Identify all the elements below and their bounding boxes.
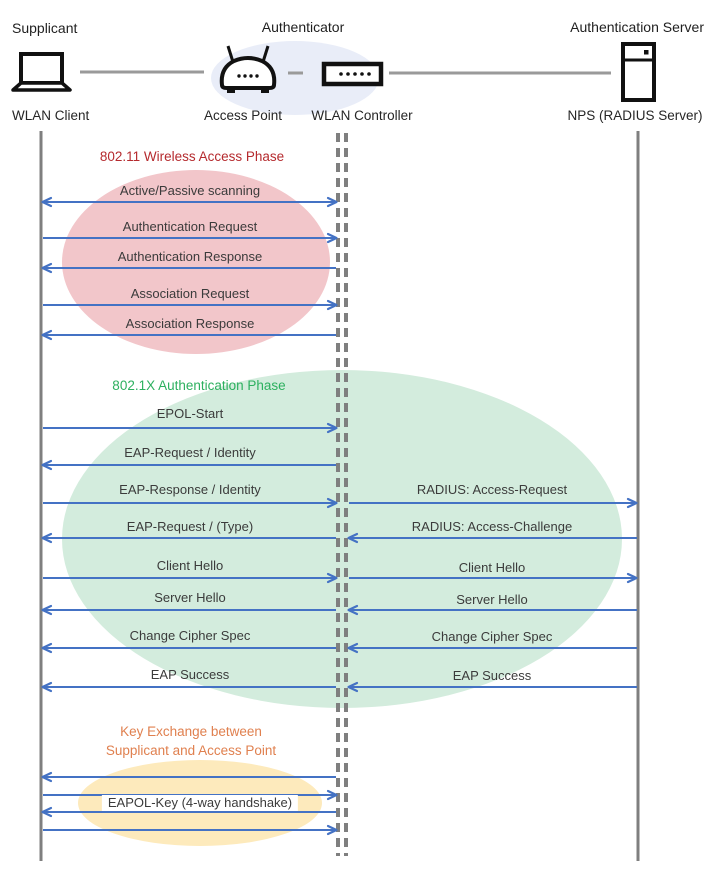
msg-eap-success-left: EAP Success — [150, 667, 230, 682]
msg-eap-request-type: EAP-Request / (Type) — [126, 519, 254, 534]
node-label-wlan-controller: WLAN Controller — [311, 108, 413, 123]
phase-title-keyx-line2: Supplicant and Access Point — [105, 743, 277, 758]
phase-title-keyx: Key Exchange between Supplicant and Acce… — [106, 722, 276, 760]
msg-eap-success-right: EAP Success — [452, 668, 532, 683]
msg-auth-request: Authentication Request — [122, 219, 258, 234]
laptop-icon — [11, 52, 72, 92]
msg-radius-access-challenge: RADIUS: Access-Challenge — [411, 519, 573, 534]
role-authenticator: Authenticator — [261, 19, 345, 35]
msg-server-hello-right: Server Hello — [456, 592, 528, 607]
msg-assoc-response: Association Response — [125, 316, 255, 331]
msg-client-hello-right: Client Hello — [458, 560, 526, 575]
node-label-nps: NPS (RADIUS Server) — [567, 108, 703, 123]
msg-eap-response-identity: EAP-Response / Identity — [119, 482, 261, 497]
phase-title-8021x: 802.1X Authentication Phase — [112, 378, 286, 393]
phase-80211-ellipse — [62, 170, 330, 354]
msg-server-hello-left: Server Hello — [154, 590, 226, 605]
access-point-icon — [219, 45, 277, 93]
msg-eap-request-identity: EAP-Request / Identity — [124, 445, 256, 460]
msg-change-cipher-right: Change Cipher Spec — [431, 629, 553, 644]
server-icon — [621, 42, 656, 102]
phase-title-80211: 802.11 Wireless Access Phase — [99, 149, 285, 164]
phase-title-keyx-line1: Key Exchange between — [120, 724, 262, 739]
node-label-wlan-client: WLAN Client — [12, 108, 90, 123]
msg-auth-response: Authentication Response — [117, 249, 263, 264]
msg-radius-access-request: RADIUS: Access-Request — [416, 482, 568, 497]
phase-8021x-ellipse — [62, 370, 622, 708]
msg-client-hello-left: Client Hello — [156, 558, 224, 573]
msg-assoc-request: Association Request — [130, 286, 250, 301]
msg-epol-start: EPOL-Start — [156, 406, 224, 421]
role-supplicant: Supplicant — [12, 20, 78, 36]
wlan-controller-icon — [321, 61, 384, 87]
msg-change-cipher-left: Change Cipher Spec — [129, 628, 251, 643]
role-authentication-server: Authentication Server — [570, 19, 704, 35]
msg-eapol-key: EAPOL-Key (4-way handshake) — [101, 795, 299, 811]
msg-scanning: Active/Passive scanning — [119, 183, 261, 198]
node-label-access-point: Access Point — [203, 108, 283, 123]
